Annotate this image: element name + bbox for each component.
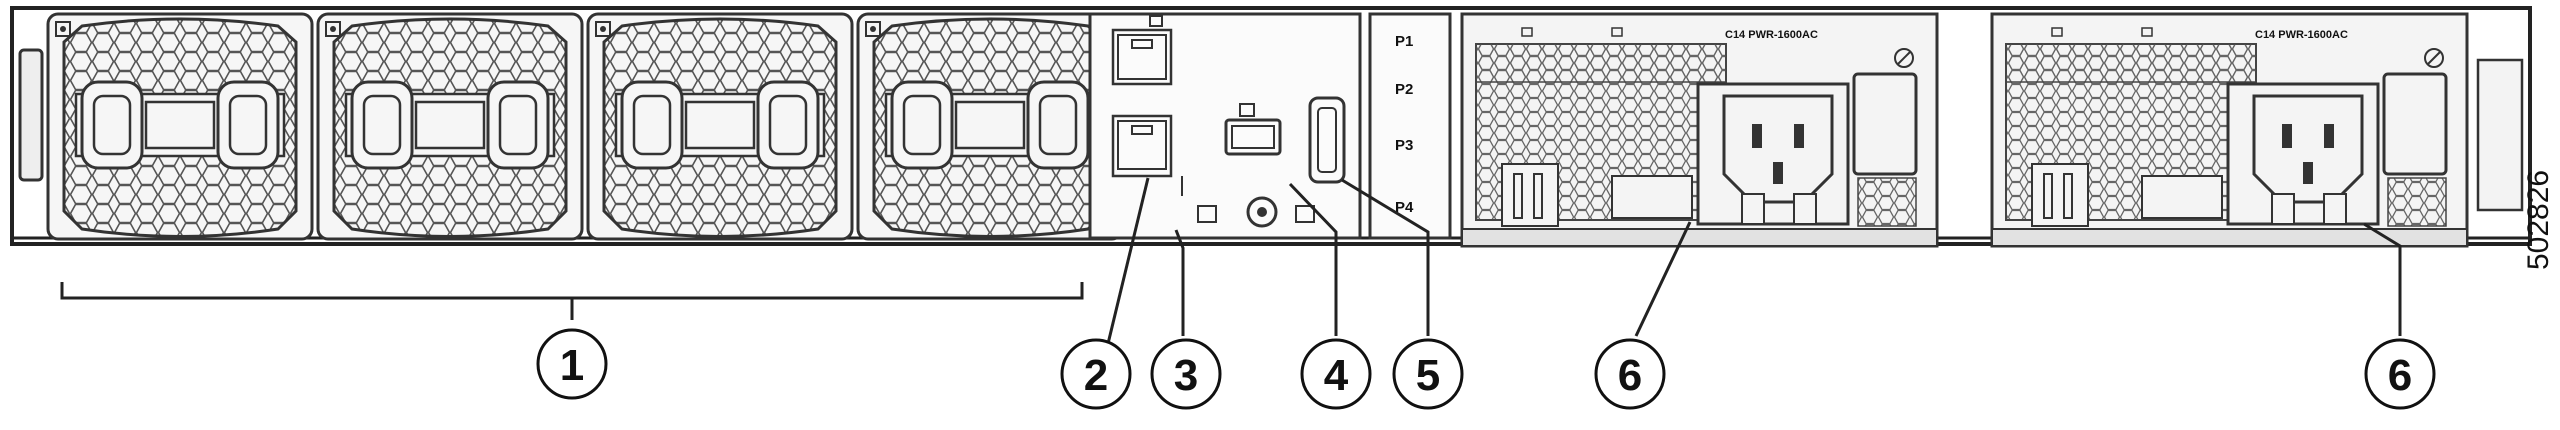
svg-text:6: 6 bbox=[1618, 351, 1642, 400]
svg-text:1: 1 bbox=[560, 341, 584, 390]
power-supply-1: C14 PWR-1600AC bbox=[1460, 12, 1939, 248]
port-label-p4: P4 bbox=[1395, 199, 1414, 216]
leader-lines bbox=[1104, 177, 2402, 353]
callout-2: 2 bbox=[1060, 338, 1132, 410]
callout-6b: 6 bbox=[2364, 338, 2436, 410]
left-handle bbox=[18, 48, 44, 182]
callout-3: 3 bbox=[1150, 338, 1222, 410]
power-supply-2: C14 PWR-1600AC bbox=[1990, 12, 2469, 248]
psu-label-2: C14 PWR-1600AC bbox=[2255, 29, 2348, 41]
fan-tray-1 bbox=[46, 12, 314, 241]
callout-bracket-1 bbox=[60, 282, 1084, 320]
svg-text:5: 5 bbox=[1416, 351, 1440, 400]
psu-label-1: C14 PWR-1600AC bbox=[1725, 29, 1818, 41]
svg-text:4: 4 bbox=[1324, 351, 1349, 400]
fan-tray-2 bbox=[316, 12, 584, 241]
port-label-p1: P1 bbox=[1395, 33, 1413, 50]
fan-tray-4 bbox=[856, 12, 1124, 241]
port-label-p2: P2 bbox=[1395, 81, 1413, 98]
svg-text:2: 2 bbox=[1084, 351, 1108, 400]
led-panel: P1 P2 P3 P4 bbox=[1368, 12, 1452, 240]
svg-text:6: 6 bbox=[2388, 351, 2412, 400]
svg-text:3: 3 bbox=[1174, 351, 1198, 400]
figure-id: 502826 bbox=[2522, 170, 2555, 270]
callout-4: 4 bbox=[1300, 338, 1372, 410]
port-label-p3: P3 bbox=[1395, 137, 1413, 154]
management-panel bbox=[1088, 12, 1362, 240]
right-edge bbox=[2476, 58, 2524, 212]
callout-6a: 6 bbox=[1594, 338, 1666, 410]
callout-1: 1 bbox=[536, 328, 608, 400]
fan-tray-3 bbox=[586, 12, 854, 241]
callout-5: 5 bbox=[1392, 338, 1464, 410]
